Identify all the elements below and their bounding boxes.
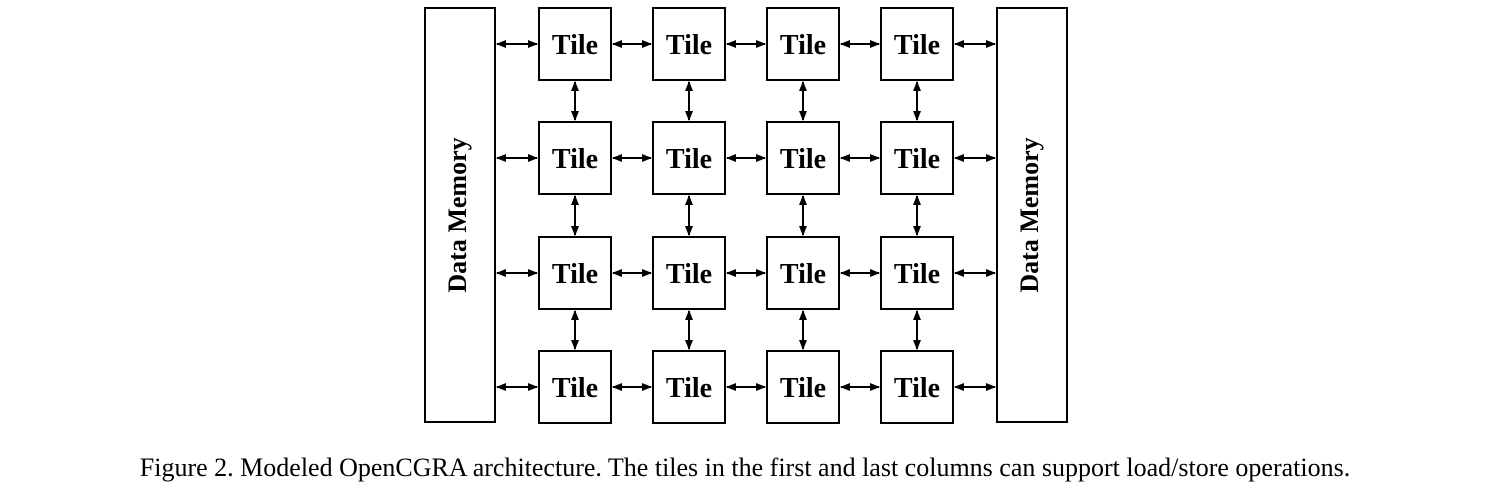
tile-label: Tile [552,30,598,61]
tile-label: Tile [552,259,598,290]
data-memory-left: Data Memory [424,7,496,423]
tile-r3-c2: Tile [652,236,726,310]
tile-label: Tile [552,144,598,175]
tile-r1-c2: Tile [652,7,726,81]
tile-label: Tile [894,373,940,404]
tile-r2-c4: Tile [880,121,954,195]
tile-r3-c3: Tile [766,236,840,310]
interconnect-arrows [496,40,996,391]
tile-r3-c1: Tile [538,236,612,310]
tile-label: Tile [780,259,826,290]
figure-caption: Figure 2. Modeled OpenCGRA architecture.… [139,453,1351,482]
tile-label: Tile [666,30,712,61]
tile-label: Tile [666,373,712,404]
tile-r2-c3: Tile [766,121,840,195]
tile-label: Tile [894,259,940,290]
tile-label: Tile [780,30,826,61]
tile-label: Tile [894,144,940,175]
tile-r4-c1: Tile [538,350,612,424]
data-memory-left-label: Data Memory [443,137,472,292]
data-memory-right-label: Data Memory [1015,137,1044,292]
tile-label: Tile [666,259,712,290]
tile-r1-c1: Tile [538,7,612,81]
tile-r2-c2: Tile [652,121,726,195]
tile-label: Tile [780,144,826,175]
tile-r4-c3: Tile [766,350,840,424]
tile-r2-c1: Tile [538,121,612,195]
tile-label: Tile [552,373,598,404]
tile-r1-c3: Tile [766,7,840,81]
tile-label: Tile [894,30,940,61]
data-memory-right: Data Memory [996,7,1068,423]
tile-r4-c2: Tile [652,350,726,424]
tile-r3-c4: Tile [880,236,954,310]
tile-r4-c4: Tile [880,350,954,424]
tile-label: Tile [666,144,712,175]
tile-label: Tile [780,373,826,404]
tile-r1-c4: Tile [880,7,954,81]
